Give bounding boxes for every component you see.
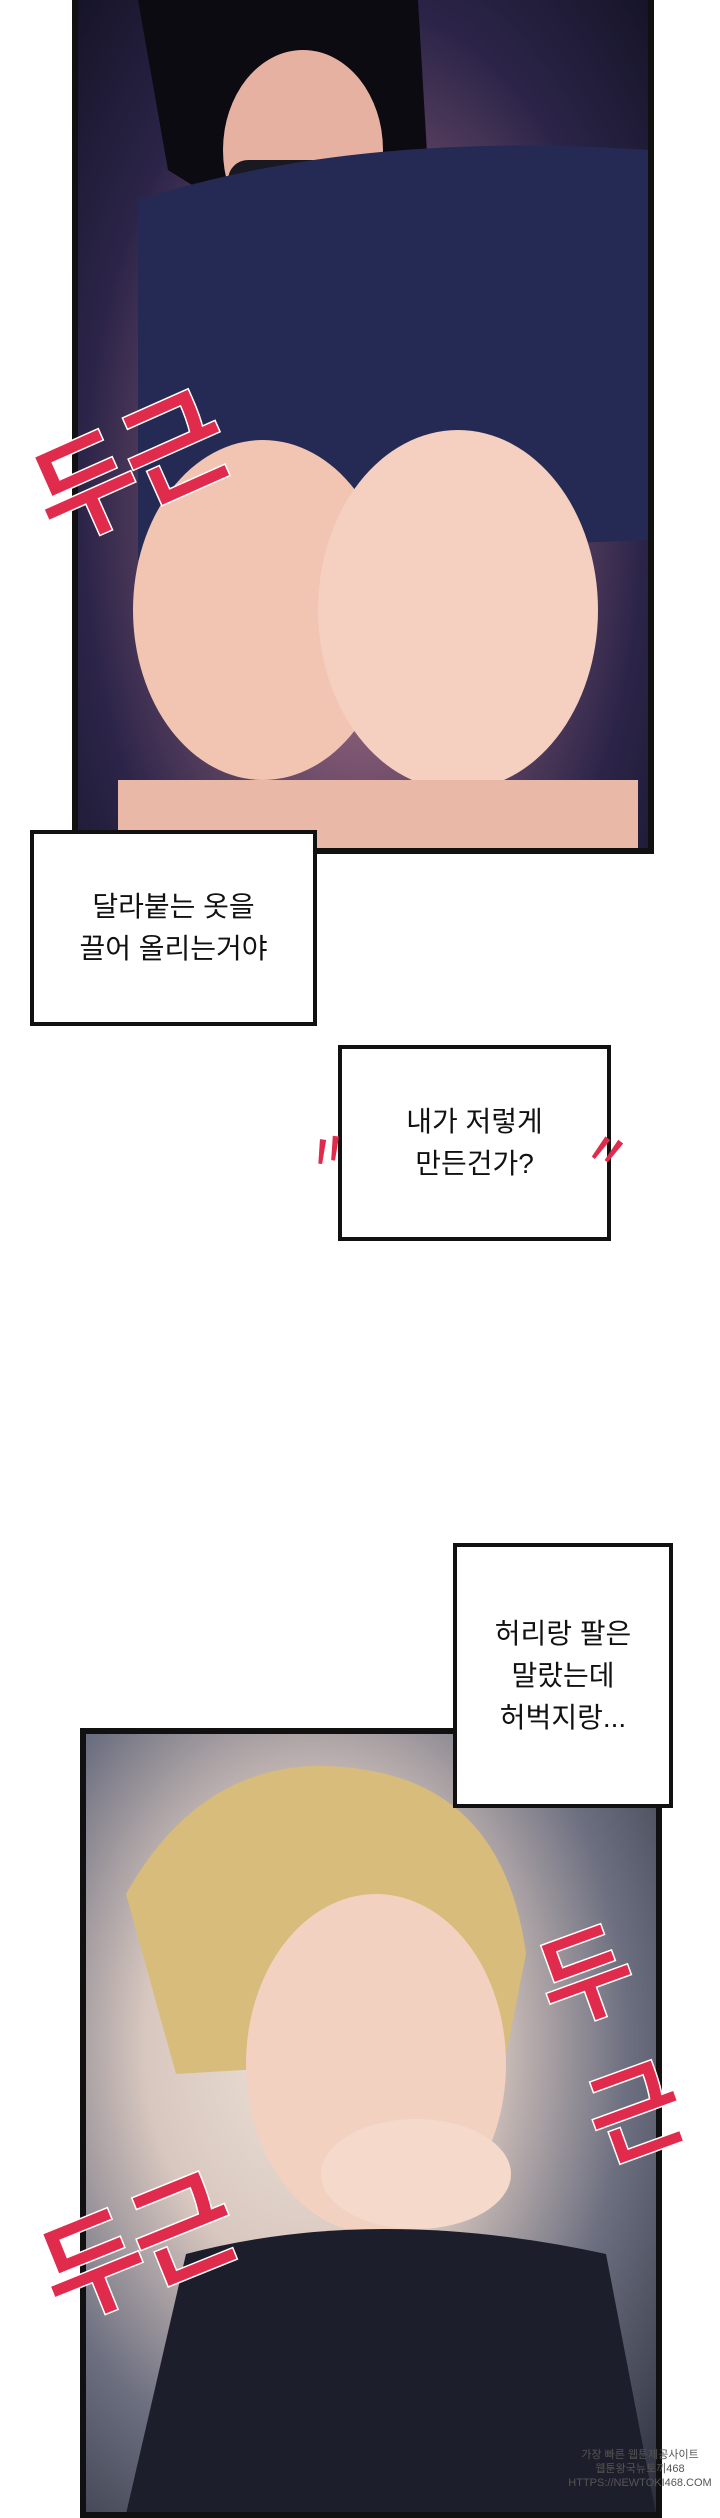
panel-illustration-woman	[118, 0, 648, 848]
panel-illustration-man	[126, 1766, 656, 2512]
narration-text-1: 달라붙는 옷을 끌어 올리는거야	[79, 891, 268, 964]
watermark-line-2: 웹툰왕국뉴토끼468	[595, 2463, 685, 2475]
comic-panel-top	[72, 0, 654, 854]
narration-box-3: 허리랑 팔은 말랐는데 허벅지랑...	[453, 1543, 673, 1808]
watermark-line-1: 가장 빠른 웹툰제공사이트	[581, 2449, 699, 2461]
watermark-line-3: HTTPS://NEWTOKI468.COM	[568, 2477, 712, 2489]
narration-box-2: 내가 저렇게 만든건가?	[338, 1045, 611, 1241]
narration-text-2: 내가 저렇게 만든건가?	[406, 1106, 543, 1179]
watermark: 가장 빠른 웹툰제공사이트 웹툰왕국뉴토끼468 HTTPS://NEWTOKI…	[565, 2448, 715, 2490]
comic-panel-bottom	[80, 1728, 662, 2518]
narration-text-3: 허리랑 팔은 말랐는데 허벅지랑...	[494, 1617, 632, 1733]
narration-box-1: 달라붙는 옷을 끌어 올리는거야	[30, 830, 317, 1026]
